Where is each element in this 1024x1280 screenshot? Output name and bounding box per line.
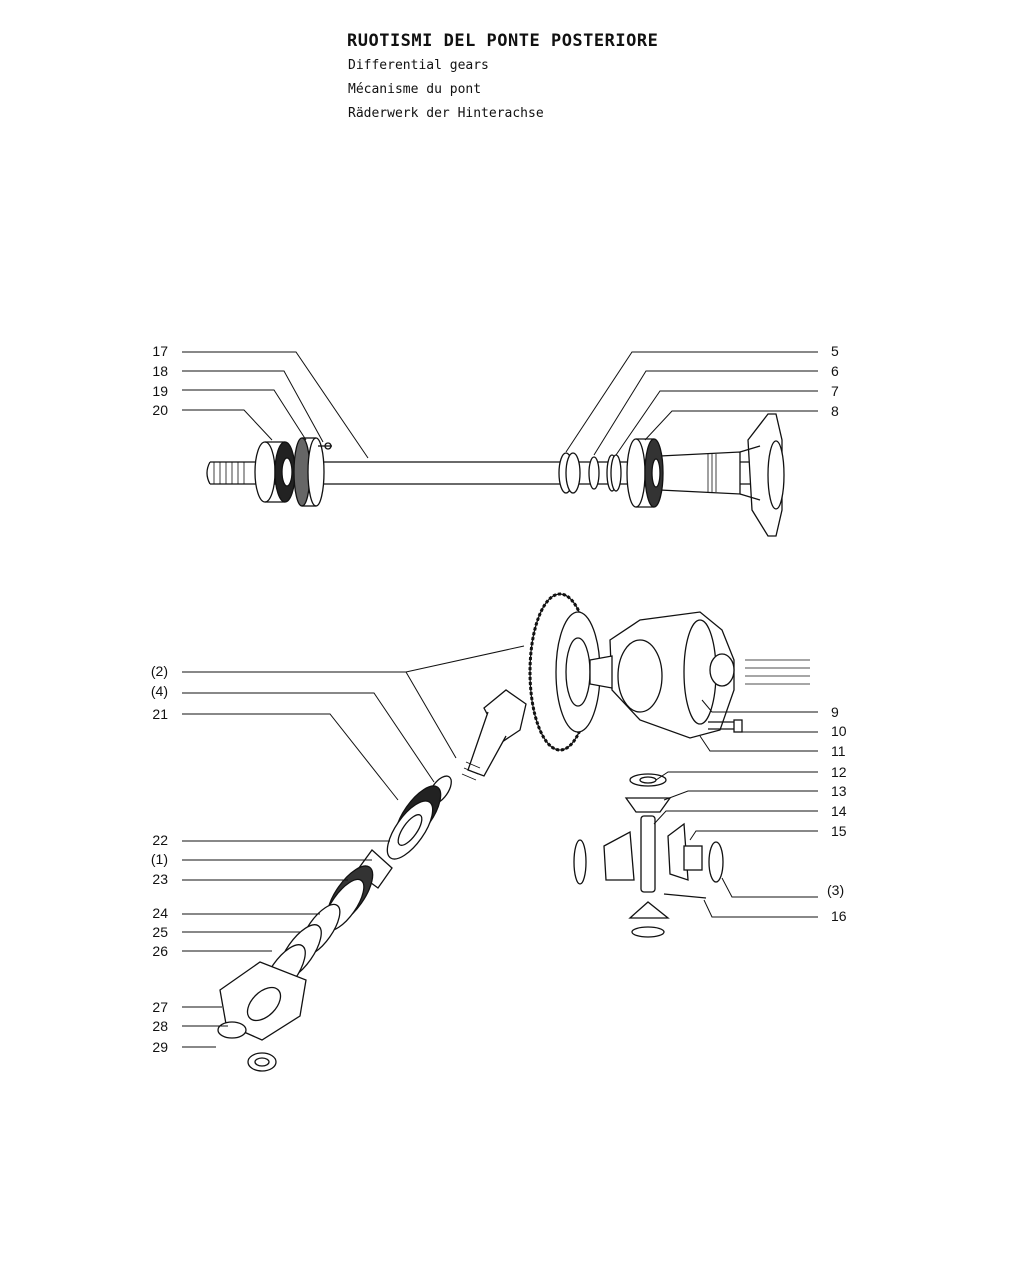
callout-29: 29 bbox=[152, 1039, 168, 1055]
retainer-plate bbox=[293, 437, 332, 507]
callout-9: 9 bbox=[831, 704, 839, 720]
callout-15: 15 bbox=[831, 823, 847, 839]
planet-gear-13-bottom bbox=[628, 901, 670, 938]
planet-gear-13-top bbox=[624, 797, 672, 813]
callout-22: 22 bbox=[152, 832, 168, 848]
callout-3: (3) bbox=[827, 882, 845, 898]
ring-5 bbox=[558, 452, 581, 494]
callout-28: 28 bbox=[152, 1018, 168, 1034]
callout-17: 17 bbox=[152, 343, 168, 359]
callout-23: 23 bbox=[152, 871, 168, 887]
bearing-20 bbox=[254, 441, 296, 503]
subtitle-french: Mécanisme du pont bbox=[348, 82, 482, 97]
pinion-gear bbox=[461, 689, 527, 781]
ring-gear bbox=[528, 592, 601, 752]
side-gear-left bbox=[573, 830, 635, 885]
bolt-10 bbox=[708, 719, 743, 733]
differential-carrier bbox=[589, 611, 810, 739]
callout-5: 5 bbox=[831, 343, 839, 359]
thrust-washer-12 bbox=[629, 773, 667, 787]
washer-28 bbox=[217, 1021, 247, 1039]
callout-13: 13 bbox=[831, 783, 847, 799]
subtitle-english: Differential gears bbox=[348, 58, 489, 73]
callout-12: 12 bbox=[831, 764, 847, 780]
callout-1: (1) bbox=[150, 851, 168, 867]
diagram-title: RUOTISMI DEL PONTE POSTERIORE bbox=[347, 31, 659, 51]
ring-7 bbox=[606, 454, 622, 492]
callout-16: 16 bbox=[831, 908, 847, 924]
axle-flange bbox=[739, 413, 785, 537]
callout-6: 6 bbox=[831, 363, 839, 379]
shim-3 bbox=[708, 841, 724, 883]
bearing-8 bbox=[626, 438, 664, 508]
callout-24: 24 bbox=[152, 905, 168, 921]
callout-19: 19 bbox=[152, 383, 168, 399]
callout-14: 14 bbox=[831, 803, 847, 819]
leader-lines bbox=[182, 351, 818, 1048]
callout-10: 10 bbox=[831, 723, 847, 739]
planet-shaft-14 bbox=[640, 815, 656, 893]
callout-18: 18 bbox=[152, 363, 168, 379]
callout-8: 8 bbox=[831, 403, 839, 419]
callout-26: 26 bbox=[152, 943, 168, 959]
callout-11: 11 bbox=[831, 743, 846, 759]
nut-29 bbox=[247, 1052, 277, 1072]
side-gear-15 bbox=[667, 822, 703, 881]
callout-2: (2) bbox=[150, 663, 168, 679]
bearing-21 bbox=[386, 785, 442, 860]
callout-21: 21 bbox=[152, 706, 168, 722]
callout-7: 7 bbox=[831, 383, 839, 399]
callout-4: (4) bbox=[150, 683, 168, 699]
callout-25: 25 bbox=[152, 924, 168, 940]
subtitle-german: Räderwerk der Hinterachse bbox=[348, 106, 544, 121]
lock-pin-16 bbox=[663, 893, 707, 899]
callout-27: 27 bbox=[152, 999, 168, 1015]
callout-20: 20 bbox=[152, 402, 168, 418]
ring-6 bbox=[588, 456, 600, 490]
